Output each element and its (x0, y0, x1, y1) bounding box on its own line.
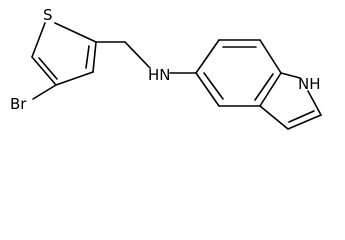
bond-n1-c2 (307, 90, 322, 116)
bond-c7a-n1 (280, 72, 301, 79)
bond-s-c2 (54, 22, 97, 43)
bond-s-c5 (31, 22, 46, 58)
amine-label: HN (148, 66, 171, 84)
indole-pyrrole-ring (259, 72, 322, 130)
bond-c4-br (32, 84, 57, 100)
bond-b6-b1 (195, 72, 220, 107)
bond-b4-b5-inner (254, 73, 274, 101)
structure-canvas: S Br HN NH (10, 6, 322, 130)
bond-c5-c4-inner (38, 57, 58, 80)
sulfur-label: S (43, 6, 53, 24)
bond-c3-c2-inner (85, 45, 90, 69)
bond-b3-b4 (259, 39, 282, 74)
bond-c4-c3 (55, 71, 94, 86)
indole-benzene-ring (195, 39, 282, 107)
bond-c3-c3a (259, 105, 289, 130)
bromine-label: Br (10, 95, 27, 113)
bond-b4-b5 (259, 72, 282, 107)
bond-b1-b2 (195, 39, 220, 74)
bond-b6-b1-inner (203, 72, 224, 100)
bond-c2-c3 (287, 114, 322, 130)
bond-c3-c2 (92, 41, 97, 73)
methylene-linker (95, 41, 151, 69)
indole-nh-label: NH (298, 75, 321, 93)
molecule-structure: S Br HN NH (10, 6, 322, 130)
bond-c2-c3-inner (288, 110, 315, 123)
bond-ch2-n (124, 41, 151, 69)
bond-c5-c4 (31, 56, 57, 86)
thiophene-ring (31, 22, 97, 86)
